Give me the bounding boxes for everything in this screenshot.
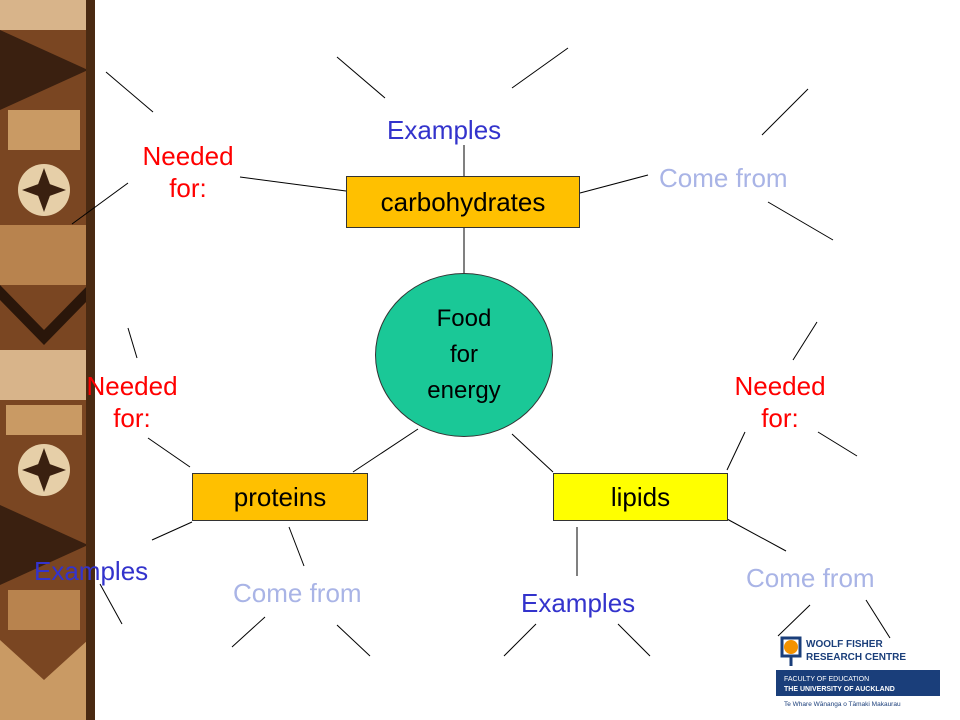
border-pattern: [0, 0, 95, 720]
proteins-examples-label: Examples: [34, 556, 149, 586]
node-proteins: proteins: [192, 473, 368, 521]
node-lipids: lipids: [553, 473, 728, 521]
needed-for-line-2: for:: [113, 403, 151, 433]
needed-for-line-1: Needed: [86, 371, 178, 401]
logo-maori-name: Te Whare Wānanga o Tāmaki Makaurau: [784, 701, 901, 708]
logo-emblem: [780, 636, 802, 666]
node-lipids-label: lipids: [610, 481, 671, 512]
carbohydrates-examples-label: Examples: [387, 115, 502, 145]
woolf-fisher-logo: WOOLF FISHER RESEARCH CENTRE FACULTY OF …: [776, 636, 940, 708]
node-proteins-label: proteins: [233, 481, 327, 512]
center-line-2: for: [449, 341, 478, 368]
logo-navy-band: [776, 670, 940, 696]
logo-faculty: FACULTY OF EDUCATION: [784, 676, 869, 683]
logo-orange-mark: [784, 640, 798, 654]
center-line-1: Food: [436, 305, 492, 332]
lipids-needed-for-label: Needed for:: [725, 370, 835, 434]
needed-for-line-1: Needed: [142, 141, 234, 171]
center-line-3: energy: [427, 377, 501, 404]
needed-for-line-2: for:: [169, 173, 207, 203]
lipids-come-from-label: Come from: [746, 563, 875, 593]
node-carbohydrates-label: carbohydrates: [380, 186, 546, 217]
lipids-examples-label: Examples: [521, 588, 636, 618]
proteins-come-from-label: Come from: [233, 578, 362, 608]
center-node-food-for-energy: Food for energy: [375, 273, 553, 437]
needed-for-line-2: for:: [761, 403, 799, 433]
proteins-needed-for-label: Needed for:: [77, 370, 187, 434]
logo-university: THE UNIVERSITY OF AUCKLAND: [784, 686, 895, 693]
tapa-border-decoration: [0, 0, 95, 720]
node-carbohydrates: carbohydrates: [346, 176, 580, 228]
needed-for-line-1: Needed: [734, 371, 826, 401]
logo-title-line-2: RESEARCH CENTRE: [806, 652, 906, 663]
carbohydrates-needed-for-label: Needed for:: [133, 140, 243, 204]
carbohydrates-come-from-label: Come from: [659, 163, 788, 193]
logo-title-line-1: WOOLF FISHER: [806, 639, 883, 650]
